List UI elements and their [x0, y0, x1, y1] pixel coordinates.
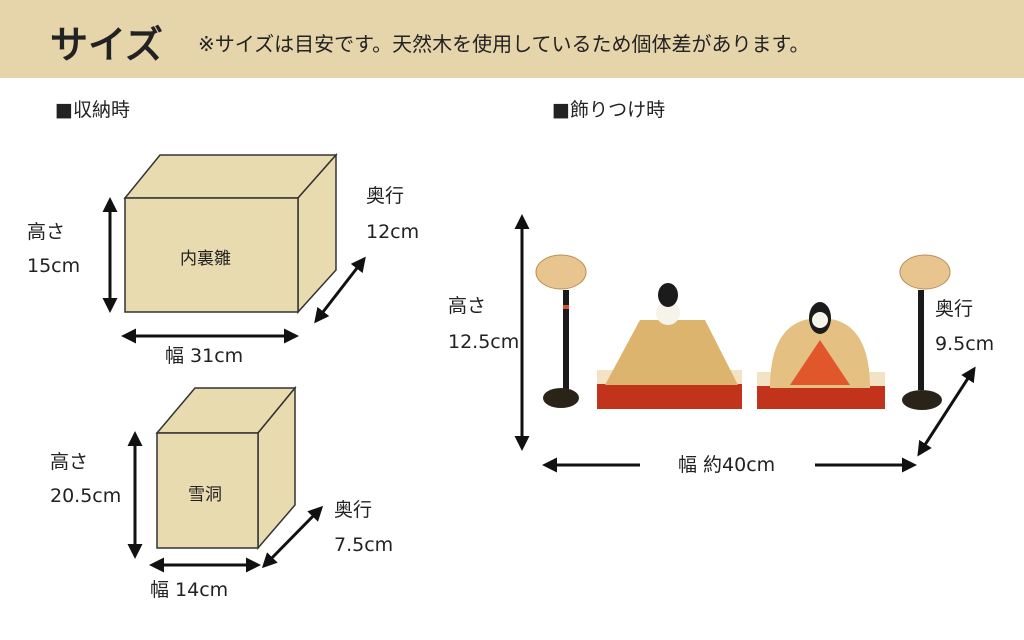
storage-box-dairibina [123, 153, 338, 314]
display-width: 幅 約40cm [678, 454, 776, 476]
storage1-width: 幅 31cm [165, 345, 244, 367]
box-label-dairibina: 内裏雛 [180, 249, 231, 269]
lantern-right-image [899, 254, 951, 410]
storage2-depth: 7.5cm [334, 534, 394, 556]
display-heading: ■飾りつけ時 [552, 99, 666, 121]
storage2-height-label: 高さ [50, 451, 89, 473]
header-bar: サイズ ※サイズは目安です。天然木を使用しているため個体差があります。 [0, 0, 1024, 78]
storage1-height: 15cm [27, 255, 81, 277]
display-height-label: 高さ [448, 295, 487, 317]
storage1-depth: 12cm [366, 221, 420, 243]
box-label-bonbori: 雪洞 [188, 485, 222, 505]
page-title: サイズ [50, 23, 163, 67]
storage2-height: 20.5cm [50, 485, 122, 507]
lantern-left-image [535, 254, 587, 408]
empress-doll-image [757, 302, 885, 409]
storage-heading: ■収納時 [55, 99, 130, 121]
storage2-depth-label: 奥行 [334, 499, 373, 521]
dimension-arrows [102, 197, 976, 573]
emperor-doll-image [597, 283, 742, 409]
size-note: ※サイズは目安です。天然木を使用しているため個体差があります。 [198, 32, 810, 56]
display-height: 12.5cm [448, 331, 520, 353]
storage2-width: 幅 14cm [150, 579, 229, 601]
display-depth: 9.5cm [935, 333, 995, 355]
storage-box-bonbori [155, 385, 297, 551]
display-depth-label: 奥行 [935, 298, 974, 320]
storage1-depth-label: 奥行 [366, 185, 405, 207]
storage1-height-label: 高さ [27, 221, 66, 243]
